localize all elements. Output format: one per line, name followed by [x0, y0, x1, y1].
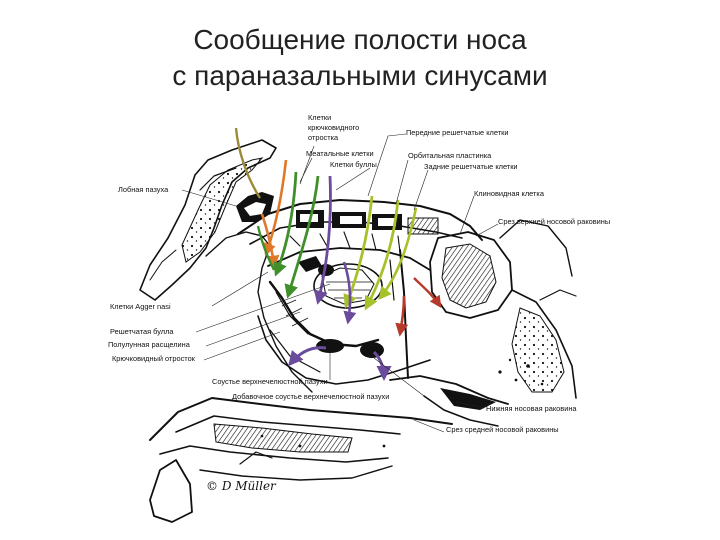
anatomy-labels: Клетки крючковидного отростка Передние р…: [108, 113, 610, 493]
label-uncinate-process: Крючковидный отросток: [112, 354, 196, 363]
label-anterior-ethmoid: Передние решетчатые клетки: [406, 128, 508, 137]
label-semilunar-hiatus: Полулунная расщелина: [108, 340, 191, 349]
slide-title: Сообщение полости носа с параназальными …: [0, 22, 720, 94]
leader-lines: [181, 133, 499, 433]
label-agger-nasi: Клетки Agger nasi: [110, 302, 171, 311]
label-uncinate-cells-2: крючковидного: [308, 123, 359, 132]
arrow-sphenoid-red-2: [395, 295, 409, 337]
slide-title-line-1: Сообщение полости носа: [193, 24, 527, 55]
label-uncinate-cells-1: Клетки: [308, 113, 331, 122]
label-sphenoid-cell: Клиновидная клетка: [474, 189, 545, 198]
arrow-anterior-purple: [313, 175, 332, 305]
arrow-agger-orange: [260, 213, 280, 269]
label-accessory-ostium: Добавочное соустье верхнечелюстной пазух…: [232, 392, 389, 401]
label-inferior-turbinate: Нижняя носовая раковина: [486, 404, 577, 413]
label-uncinate-cells-3: отростка: [308, 133, 339, 142]
arrow-sphenoid-red: [413, 277, 442, 308]
artist-signature: © D Müller: [206, 479, 277, 493]
arrow-meatal-green: [273, 171, 298, 277]
arrow-frontal-olive: [234, 127, 262, 199]
nasal-bone-outline: [205, 231, 313, 393]
arrow-frontal-green: [256, 225, 276, 271]
slide-title-line-2: с параназальными синусами: [172, 60, 548, 91]
arrow-posterior-yellow-3: [378, 207, 418, 301]
arrow-orbital-purple: [342, 261, 357, 325]
label-meatal-cells: Меатальные клетки: [306, 149, 374, 158]
label-orbital-plate: Орбитальная пластинка: [408, 151, 492, 160]
lateral-wall-drawing: [257, 247, 431, 385]
arrow-maxillary-purple-right: [372, 350, 392, 381]
palate-drawing: [149, 397, 453, 523]
sphenoid-drawing: [429, 219, 577, 399]
drainage-arrows: [234, 127, 442, 381]
label-superior-turbinate-cut: Срез верхней носовой раковины: [498, 217, 610, 226]
arrow-posterior-yellow-2: [364, 199, 400, 311]
label-middle-turbinate-cut: Срез средней носовой раковины: [446, 425, 559, 434]
label-maxillary-ostium: Соустье верхнечелюстной пазухи: [212, 377, 328, 386]
arrow-bulla-green: [284, 175, 320, 299]
label-bulla-cells: Клетки буллы: [330, 160, 377, 169]
label-posterior-ethmoid: Задние решетчатые клетки: [424, 162, 518, 171]
arrow-maxillary-purple-left: [288, 346, 327, 367]
inferior-turbinate-drawing: [389, 358, 544, 427]
label-ethmoid-bulla: Решетчатая булла: [110, 327, 174, 336]
arrow-uncinate-orange: [263, 159, 288, 257]
frontal-sinus-drawing: [139, 139, 277, 301]
label-frontal-sinus: Лобная пазуха: [118, 185, 169, 194]
